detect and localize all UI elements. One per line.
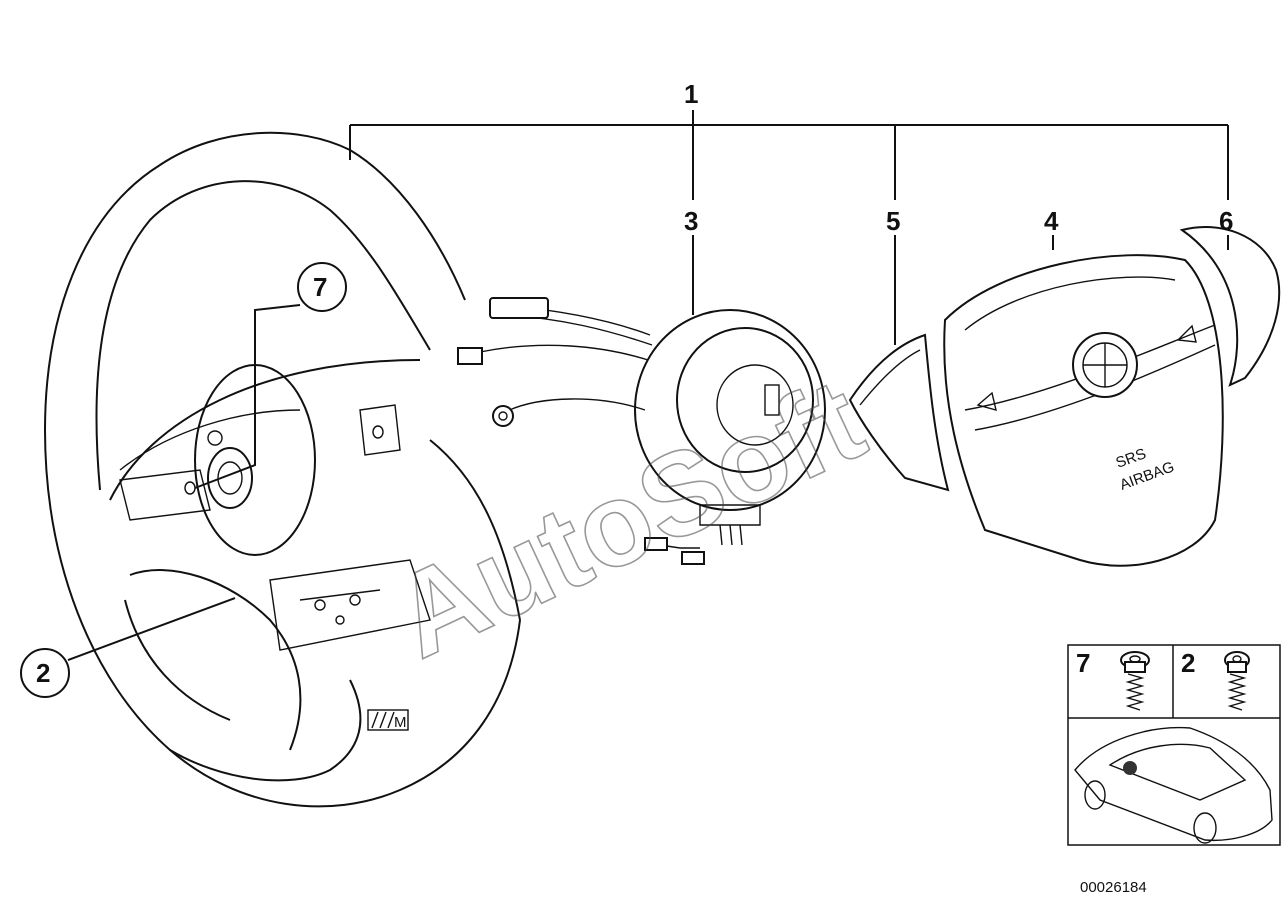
- m-logo: M: [367, 709, 409, 731]
- screw-7-icon: [1120, 651, 1150, 711]
- watermark-text: AutoSoft: [375, 353, 882, 683]
- inset-label-7: 7: [1076, 648, 1090, 678]
- callout-1: 1: [684, 79, 698, 109]
- contact-ring: [457, 297, 826, 565]
- screw-2-icon: [1224, 651, 1250, 711]
- inset-label-2: 2: [1181, 648, 1195, 678]
- cover-left: [848, 333, 950, 492]
- callout-2: 2: [36, 658, 50, 688]
- leader-lines: [67, 110, 1229, 661]
- inset-box: 7 2: [1067, 644, 1281, 846]
- callout-4: 4: [1044, 206, 1059, 236]
- callout-2-circle: [20, 648, 70, 698]
- callout-6: 6: [1219, 206, 1233, 236]
- callout-5: 5: [886, 206, 900, 236]
- callout-7: 7: [313, 272, 327, 302]
- m-logo-text: M: [394, 714, 407, 731]
- callout-7-circle: [297, 262, 347, 312]
- car-icon: [1074, 726, 1273, 844]
- airbag-module: SRS AIRBAG: [943, 254, 1224, 567]
- cover-right: [1179, 226, 1281, 387]
- callout-3: 3: [684, 206, 698, 236]
- callouts: 1 3 5 4 6 7 2: [20, 79, 1233, 698]
- document-number: 00026184: [1080, 879, 1147, 896]
- steering-wheel: M: [43, 131, 521, 808]
